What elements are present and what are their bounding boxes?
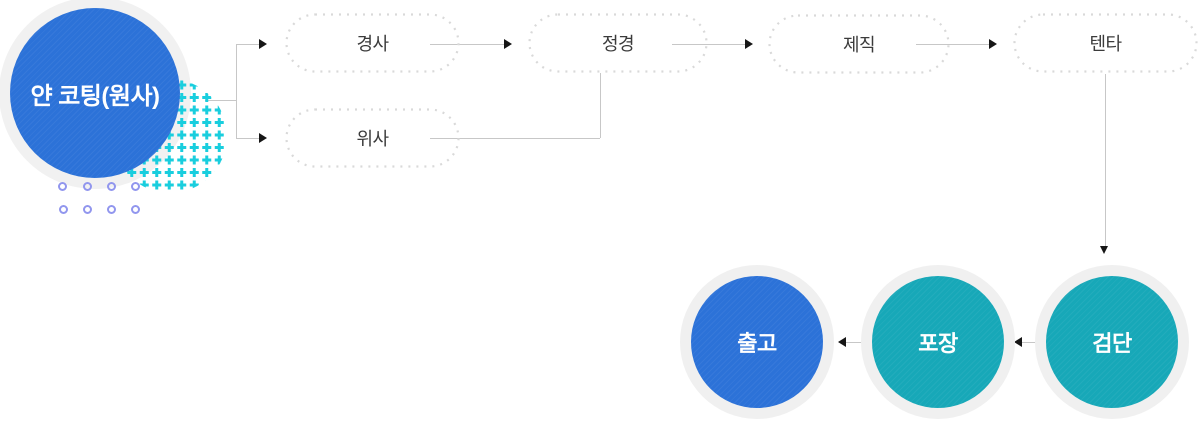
connector-line bbox=[430, 138, 600, 139]
connector-line bbox=[430, 44, 504, 45]
ring-dot-icon bbox=[83, 182, 92, 191]
dotted-pill-border bbox=[1013, 13, 1198, 73]
connector-line bbox=[1022, 342, 1046, 343]
stage-weft: 위사 bbox=[285, 108, 460, 168]
stage-warping-label: 정경 bbox=[601, 34, 635, 54]
dotted-pill-border bbox=[285, 108, 460, 168]
node-shipping-label: 출고 bbox=[737, 331, 777, 356]
connector-line bbox=[1105, 74, 1106, 246]
node-shipping: 출고 bbox=[691, 276, 823, 408]
arrow-right-icon bbox=[745, 39, 753, 49]
stage-warping: 정경 bbox=[528, 13, 708, 73]
arrow-left-icon bbox=[838, 337, 846, 347]
dotted-pill-border bbox=[768, 14, 950, 74]
ring-dot-icon bbox=[59, 205, 68, 214]
ring-dot-icon bbox=[107, 182, 116, 191]
dotted-pill-border bbox=[285, 13, 460, 73]
arrow-right-icon bbox=[259, 133, 267, 143]
stage-warp-label: 경사 bbox=[356, 34, 389, 54]
arrow-right-icon bbox=[989, 39, 997, 49]
ring-dot-icon bbox=[83, 205, 92, 214]
arrow-right-icon bbox=[259, 39, 267, 49]
connector-line bbox=[846, 342, 872, 343]
ring-dot-icon bbox=[58, 182, 67, 191]
connector-line bbox=[672, 44, 745, 45]
node-yarn-coating-label: 얀 코팅(원사) bbox=[30, 82, 160, 110]
stage-weft-label: 위사 bbox=[356, 129, 389, 149]
stage-tenter-label: 텐타 bbox=[1089, 34, 1122, 54]
node-inspection: 검단 bbox=[1046, 276, 1178, 408]
ring-dot-icon bbox=[131, 205, 140, 214]
node-packing: 포장 bbox=[872, 276, 1004, 408]
node-yarn-coating: 얀 코팅(원사) bbox=[10, 8, 180, 178]
stage-weaving-label: 제직 bbox=[842, 35, 876, 55]
arrow-down-icon bbox=[1100, 246, 1108, 254]
connector-line bbox=[205, 100, 236, 101]
stage-weaving: 제직 bbox=[768, 14, 950, 74]
connector-line bbox=[236, 44, 237, 139]
stage-warp: 경사 bbox=[285, 13, 460, 73]
ring-dot-icon bbox=[131, 182, 140, 191]
connector-line bbox=[916, 44, 989, 45]
node-inspection-label: 검단 bbox=[1092, 331, 1132, 356]
node-packing-label: 포장 bbox=[918, 331, 958, 356]
arrow-left-icon bbox=[1014, 337, 1022, 347]
connector-line bbox=[600, 73, 601, 138]
arrow-right-icon bbox=[504, 39, 512, 49]
connector-line bbox=[236, 44, 259, 45]
connector-line bbox=[236, 138, 259, 139]
ring-dot-icon bbox=[107, 205, 116, 214]
stage-tenter: 텐타 bbox=[1013, 13, 1198, 73]
